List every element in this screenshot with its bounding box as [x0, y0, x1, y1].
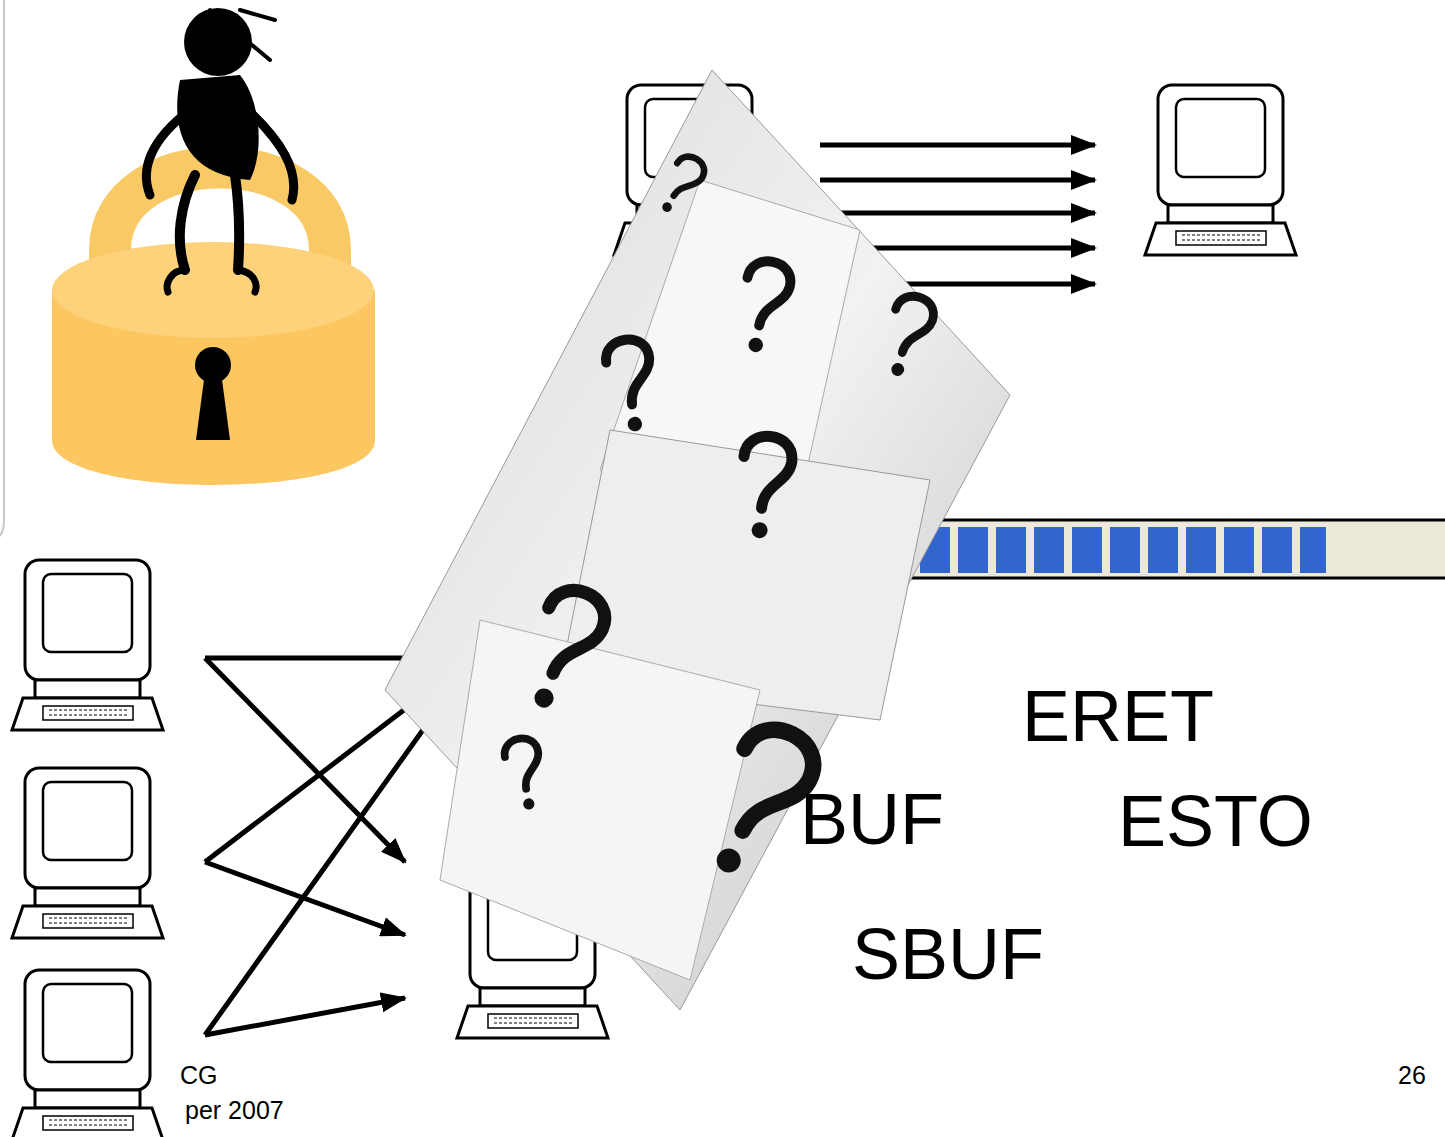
buffer-label: BUF [800, 783, 944, 855]
stick-figure [146, 8, 293, 292]
question-mark-photo [385, 70, 1010, 1010]
padlock [52, 168, 375, 486]
buffer-label: SBUF [852, 918, 1044, 990]
footer-text: CG [180, 1063, 218, 1088]
queue-bar [880, 520, 1445, 578]
computer-icon [12, 560, 163, 730]
computer-icon [1145, 85, 1296, 255]
computer-icon [12, 970, 163, 1137]
computer-icon [12, 768, 163, 938]
page-number: 26 [1398, 1063, 1426, 1088]
buffer-label: ESTO [1118, 785, 1313, 857]
panel-border [0, 0, 4, 540]
footer-text: per 2007 [185, 1098, 284, 1123]
crossing-arrows [205, 658, 430, 1035]
buffer-label: ERET [1022, 680, 1214, 752]
